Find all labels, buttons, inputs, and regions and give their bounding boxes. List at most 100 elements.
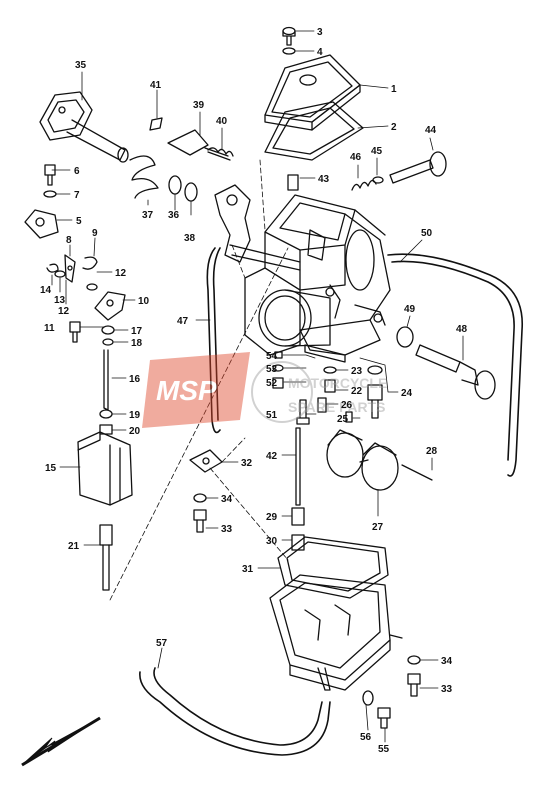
part-label: 44 xyxy=(425,125,437,136)
needle-valve-24 xyxy=(367,365,383,419)
part-label: 9 xyxy=(92,228,98,239)
hose-50b xyxy=(391,260,515,461)
bolt-33b xyxy=(407,673,421,697)
choke-lever xyxy=(149,117,231,161)
ring-53 xyxy=(272,364,284,372)
part-label: 33 xyxy=(441,684,453,695)
part-label: 55 xyxy=(378,744,390,755)
needle-16 xyxy=(103,349,109,411)
part-label: 23 xyxy=(351,366,363,377)
washer-34b xyxy=(407,655,421,665)
part-label: 29 xyxy=(266,512,278,523)
part-label: 53 xyxy=(266,364,278,375)
part-label: 47 xyxy=(177,316,189,327)
washer-45 xyxy=(372,176,384,184)
part-label: 31 xyxy=(242,564,254,575)
jet-29 xyxy=(291,507,305,526)
washer-36 xyxy=(168,175,182,195)
part-label: 4 xyxy=(317,47,323,58)
part-label: 12 xyxy=(115,268,127,279)
part-label: 13 xyxy=(54,295,66,306)
clip-9 xyxy=(82,256,98,270)
idle-screw-44 xyxy=(389,151,447,184)
slide-15 xyxy=(77,431,133,506)
part-label: 46 xyxy=(350,152,362,163)
part-label: 45 xyxy=(371,146,383,157)
part-label: 33 xyxy=(221,524,233,535)
part-label: 41 xyxy=(150,80,162,91)
float-pin xyxy=(401,464,433,481)
leader-lines xyxy=(51,30,464,743)
part-label: 22 xyxy=(351,386,363,397)
part-labels: 1 2 3 4 5 6 7 8 9 10 11 12 12 13 14 15 1… xyxy=(40,27,468,755)
jet-26 xyxy=(317,397,327,413)
part-label: 18 xyxy=(131,338,143,349)
arrow-shaft xyxy=(21,716,101,767)
oring-23 xyxy=(323,366,337,374)
part-label: 16 xyxy=(129,374,141,385)
throttle-lever xyxy=(39,91,129,163)
screw-11 xyxy=(69,321,81,343)
hose-57 xyxy=(153,667,323,746)
carburetor-body xyxy=(214,184,391,363)
part-label: 25 xyxy=(337,414,349,425)
jet-51 xyxy=(296,399,310,425)
part-label: 19 xyxy=(129,410,141,421)
washer-7 xyxy=(43,190,57,198)
float-assembly xyxy=(326,429,399,491)
washer-34a xyxy=(193,493,207,503)
choke-plunger-48 xyxy=(415,344,496,400)
oring-49 xyxy=(396,326,414,348)
bracket-5 xyxy=(24,209,59,239)
hose-57b xyxy=(139,671,331,756)
part-label: 54 xyxy=(266,351,278,362)
screw-6 xyxy=(44,164,56,186)
jet-43 xyxy=(287,174,299,191)
needle-jet-42 xyxy=(295,427,301,506)
part-label: 57 xyxy=(156,638,168,649)
screw-21 xyxy=(99,524,113,591)
watermark: MSP MOTORCYCLE SPARE PARTS xyxy=(142,352,387,428)
part-label: 2 xyxy=(391,122,397,133)
watermark-logo-text: MSP xyxy=(156,375,217,406)
part-label: 39 xyxy=(193,100,205,111)
hose-47 xyxy=(206,247,221,434)
part-label: 10 xyxy=(138,296,150,307)
part-label: 51 xyxy=(266,410,278,421)
bracket-32 xyxy=(189,449,223,473)
bolt-33a xyxy=(193,509,207,533)
washer-4 xyxy=(282,47,296,55)
part-label: 12 xyxy=(58,306,70,317)
drain-bolt-55 xyxy=(377,707,391,729)
part-label: 34 xyxy=(221,494,233,505)
part-label: 14 xyxy=(40,285,52,296)
watermark-globe-icon xyxy=(251,361,313,423)
part-label: 35 xyxy=(75,60,87,71)
part-label: 3 xyxy=(317,27,323,38)
part-label: 42 xyxy=(266,451,278,462)
watermark-logo-bg xyxy=(142,352,250,428)
part-label: 6 xyxy=(74,166,80,177)
bracket-10 xyxy=(94,291,126,321)
top-cover xyxy=(264,54,361,131)
part-label: 27 xyxy=(372,522,384,533)
clip-19 xyxy=(99,409,113,419)
ring-18 xyxy=(102,338,114,346)
screw-3 xyxy=(282,26,296,46)
part-label: 24 xyxy=(401,388,413,399)
jet-52 xyxy=(272,377,284,389)
gasket-56 xyxy=(362,690,374,706)
part-label: 49 xyxy=(404,304,416,315)
part-label: 40 xyxy=(216,116,228,127)
link-8 xyxy=(64,254,76,283)
part-label: 26 xyxy=(341,400,353,411)
part-label: 11 xyxy=(44,323,55,334)
jet-22 xyxy=(324,379,336,393)
float-bowl xyxy=(269,574,403,691)
part-label: 36 xyxy=(168,210,180,221)
hose-50 xyxy=(387,253,523,477)
hose-47b xyxy=(212,247,221,421)
part-label: 15 xyxy=(45,463,57,474)
part-label: 32 xyxy=(241,458,253,469)
